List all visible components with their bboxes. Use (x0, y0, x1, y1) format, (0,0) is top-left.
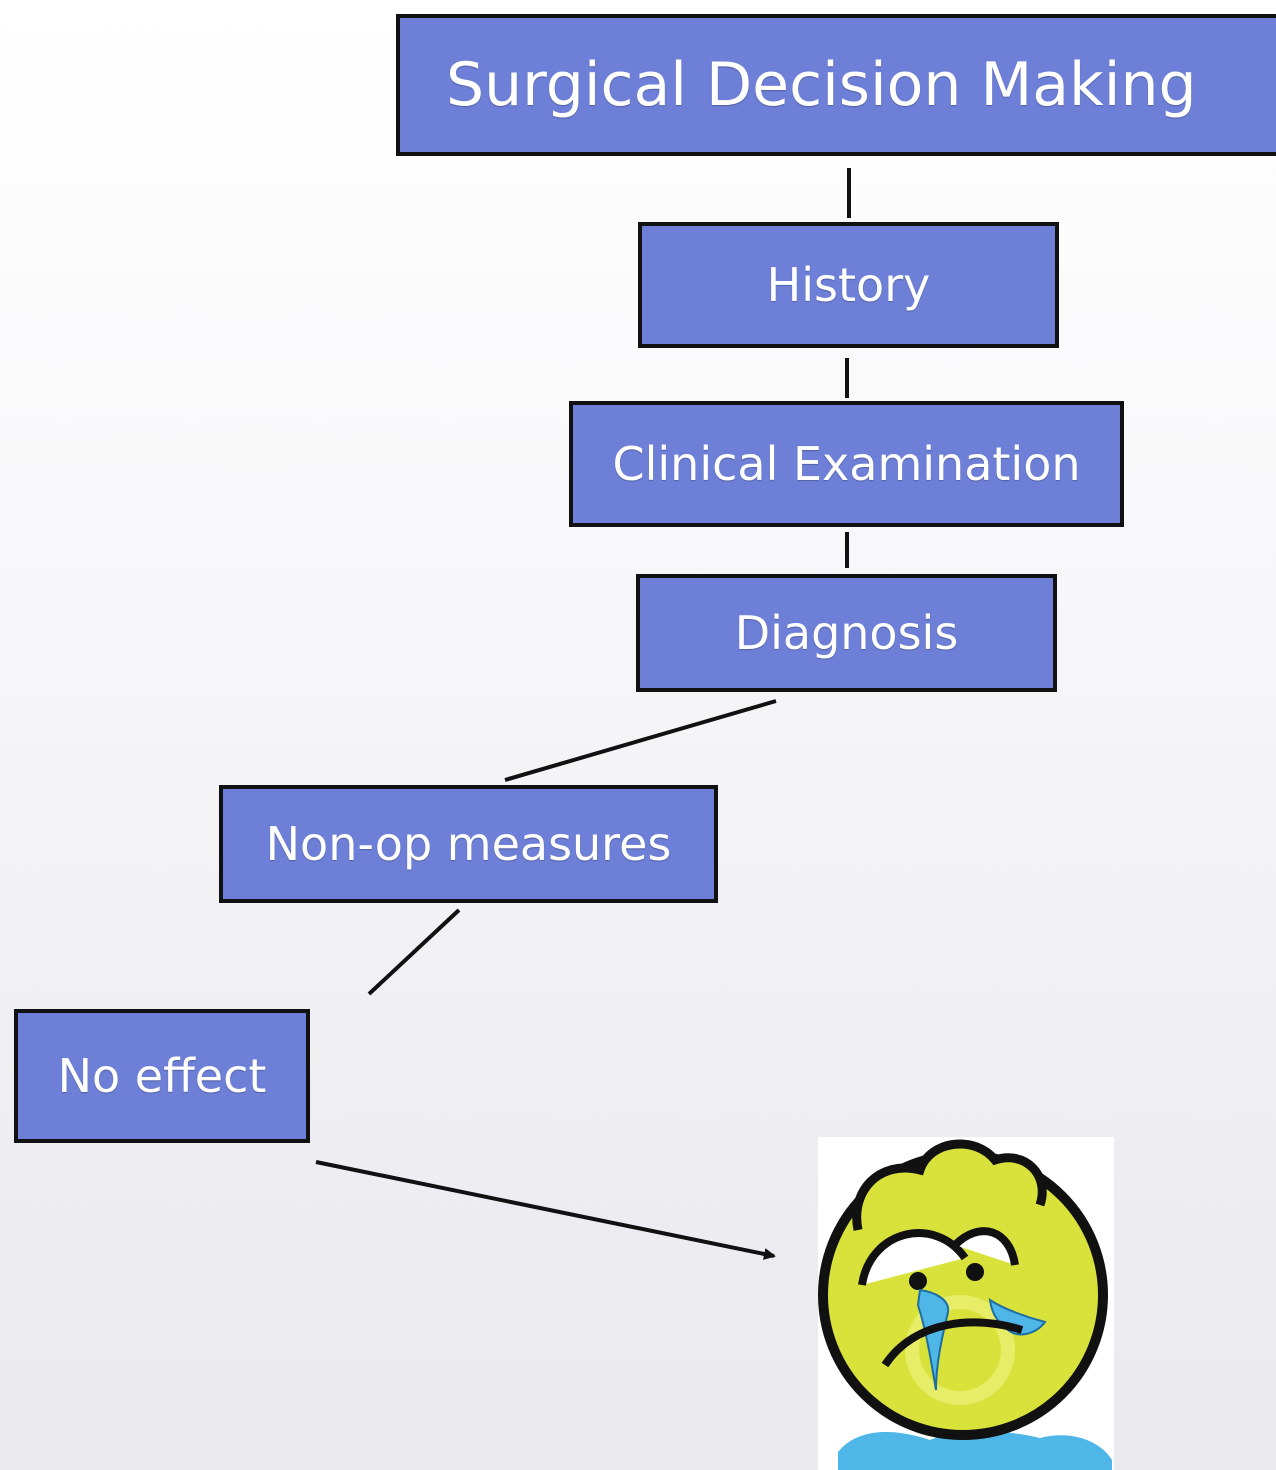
title-box: Surgical Decision Making (396, 14, 1276, 156)
non-op-measures-label: Non-op measures (265, 817, 672, 871)
title-label: Surgical Decision Making (446, 50, 1197, 120)
non-op-measures-box: Non-op measures (219, 785, 718, 903)
clinical-examination-box: Clinical Examination (569, 401, 1124, 527)
edge-diagnosis-nonop (504, 699, 777, 782)
edge-nonop-noeffect (367, 908, 461, 996)
diagnosis-label: Diagnosis (734, 606, 959, 660)
arrow-noeffect-face (315, 1160, 776, 1260)
history-label: History (766, 258, 931, 312)
history-box: History (638, 222, 1059, 348)
diagnosis-box: Diagnosis (636, 574, 1057, 692)
clinical-examination-label: Clinical Examination (612, 437, 1081, 491)
no-effect-label: No effect (57, 1049, 267, 1103)
no-effect-box: No effect (14, 1009, 310, 1143)
